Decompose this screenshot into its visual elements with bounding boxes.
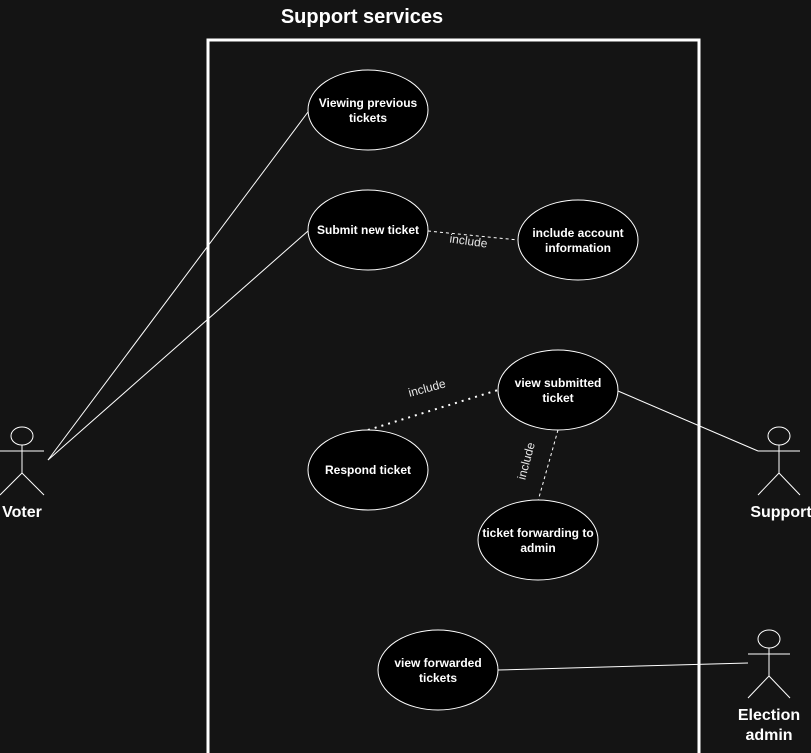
use-case-include-account-information[interactable]: include account information xyxy=(517,199,639,281)
actor-support[interactable]: Support xyxy=(750,426,811,521)
use-case-label-line-1: Submit new ticket xyxy=(317,223,419,237)
stick-figure-icon xyxy=(757,426,801,496)
use-case-label-line-1: Respond ticket xyxy=(325,463,411,477)
use-case-label-line-1: view submitted xyxy=(515,376,602,390)
use-case-label-line-1: Viewing previous xyxy=(319,96,418,110)
use-case-shape xyxy=(377,629,499,711)
use-case-view-submitted-ticket[interactable]: view submitted ticket xyxy=(497,349,619,431)
use-case-label-line-2: admin xyxy=(520,541,555,555)
actor-label: Support xyxy=(750,504,811,521)
use-case-label-line-1: ticket forwarding to xyxy=(482,526,593,540)
use-case-shape xyxy=(307,429,429,511)
include-respond-view-submitted[interactable] xyxy=(367,389,499,431)
use-case-label-line-2: tickets xyxy=(419,671,457,685)
include-label-account: include xyxy=(449,231,489,250)
use-case-label-line-2: information xyxy=(545,241,611,255)
stick-figure-icon xyxy=(0,426,45,496)
include-label-forwarding: include xyxy=(514,440,537,481)
association-voter-viewing-previous-tickets[interactable] xyxy=(47,111,309,461)
use-case-shape xyxy=(517,199,639,281)
use-case-shape xyxy=(307,189,429,271)
actor-label: Voter xyxy=(2,504,42,521)
use-case-shape xyxy=(477,499,599,581)
actor-election-admin[interactable]: Election admin xyxy=(738,629,800,744)
stick-figure-icon xyxy=(747,629,791,699)
use-case-shape xyxy=(307,69,429,151)
use-case-submit-new-ticket[interactable]: Submit new ticket xyxy=(307,189,429,271)
use-case-label-line-1: include account xyxy=(532,226,623,240)
actor-label-line-1: Election xyxy=(738,707,800,724)
association-voter-submit-new-ticket[interactable] xyxy=(47,230,309,461)
use-case-label-line-2: tickets xyxy=(349,111,387,125)
use-case-shape xyxy=(497,349,619,431)
actor-voter[interactable]: Voter xyxy=(0,426,45,521)
association-election-admin-view-forwarded-tickets[interactable] xyxy=(497,662,749,671)
use-case-label-line-2: ticket xyxy=(542,391,573,405)
association-support-view-submitted-ticket[interactable] xyxy=(617,390,759,452)
system-boundary[interactable] xyxy=(206,38,701,753)
use-case-label-line-1: view forwarded xyxy=(394,656,481,670)
include-label-respond: include xyxy=(407,376,448,399)
use-case-ticket-forwarding-to-admin[interactable]: ticket forwarding to admin xyxy=(477,499,599,581)
use-case-view-forwarded-tickets[interactable]: view forwarded tickets xyxy=(377,629,499,711)
include-view-submitted-forwarding[interactable] xyxy=(537,429,559,502)
use-case-viewing-previous-tickets[interactable]: Viewing previous tickets xyxy=(307,69,429,151)
connectors xyxy=(47,111,759,671)
actor-label-line-2: admin xyxy=(745,727,792,744)
diagram-title: Support services xyxy=(281,6,443,28)
use-case-respond-ticket[interactable]: Respond ticket xyxy=(307,429,429,511)
